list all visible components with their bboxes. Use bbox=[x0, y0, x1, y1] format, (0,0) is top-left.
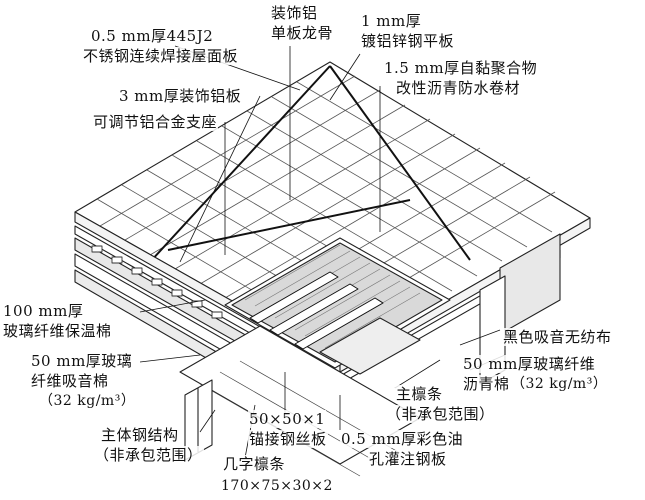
label-stainless-1: 0.5 mm厚445J2 bbox=[90, 27, 215, 45]
label-fiber-2: 沥青棉 bbox=[462, 375, 511, 393]
label-steel-struct-1: 主体钢结构 bbox=[100, 426, 180, 444]
label-membrane-1: 1.5 mm厚自黏聚合物 bbox=[383, 59, 539, 77]
label-acoustic-1: 50 mm厚玻璃 bbox=[30, 352, 134, 370]
label-channel-1: 几字檩条 bbox=[222, 455, 287, 473]
decor-aluminum-members bbox=[149, 65, 471, 263]
label-fiber-1: 50 mm厚玻璃纤维 bbox=[462, 355, 597, 373]
label-insulation-1: 100 mm厚 bbox=[2, 302, 85, 320]
label-al-support: 可调节铝合金支座 bbox=[92, 113, 219, 131]
label-purlin-2: （非承包范围） bbox=[385, 405, 496, 423]
label-decor-al-1: 装饰铝 bbox=[270, 4, 319, 22]
label-stainless-2: 不锈钢连续焊接屋面板 bbox=[82, 47, 240, 65]
channel-purlins bbox=[249, 271, 384, 350]
label-insulation-2: 玻璃纤维保温棉 bbox=[2, 322, 113, 340]
label-perforated-2: 孔灌注钢板 bbox=[368, 450, 448, 468]
label-steel-struct-2: （非承包范围） bbox=[93, 446, 204, 464]
label-nonwoven: 黑色吸音无纺布 bbox=[502, 328, 613, 346]
label-al-panel: 3 mm厚装饰铝板 bbox=[118, 87, 243, 105]
label-purlin-1: 主檩条 bbox=[395, 385, 444, 403]
label-perforated-1: 0.5 mm厚彩色油 bbox=[340, 430, 465, 448]
roof-seam-lines bbox=[96, 75, 556, 350]
label-mesh-2: 锚接钢丝板 bbox=[248, 430, 328, 448]
label-membrane-2: 改性沥青防水卷材 bbox=[395, 79, 522, 97]
label-steel-sheet-2: 镀铝锌钢平板 bbox=[360, 32, 456, 50]
label-steel-sheet-1: 1 mm厚 bbox=[360, 12, 423, 30]
label-fiber-3: （32 kg/m³） bbox=[510, 375, 609, 393]
label-acoustic-2: 纤维吸音棉 bbox=[30, 372, 110, 390]
label-channel-2: 170×75×30×2 bbox=[220, 477, 334, 495]
cutaway-opening bbox=[224, 237, 451, 375]
acoustic-wool-texture bbox=[244, 244, 421, 349]
label-mesh-1: 50×50×1 bbox=[248, 410, 327, 428]
label-decor-al-2: 单板龙骨 bbox=[270, 24, 335, 42]
insulation-slots bbox=[91, 245, 223, 319]
label-acoustic-3: （32 kg/m³） bbox=[38, 392, 137, 410]
